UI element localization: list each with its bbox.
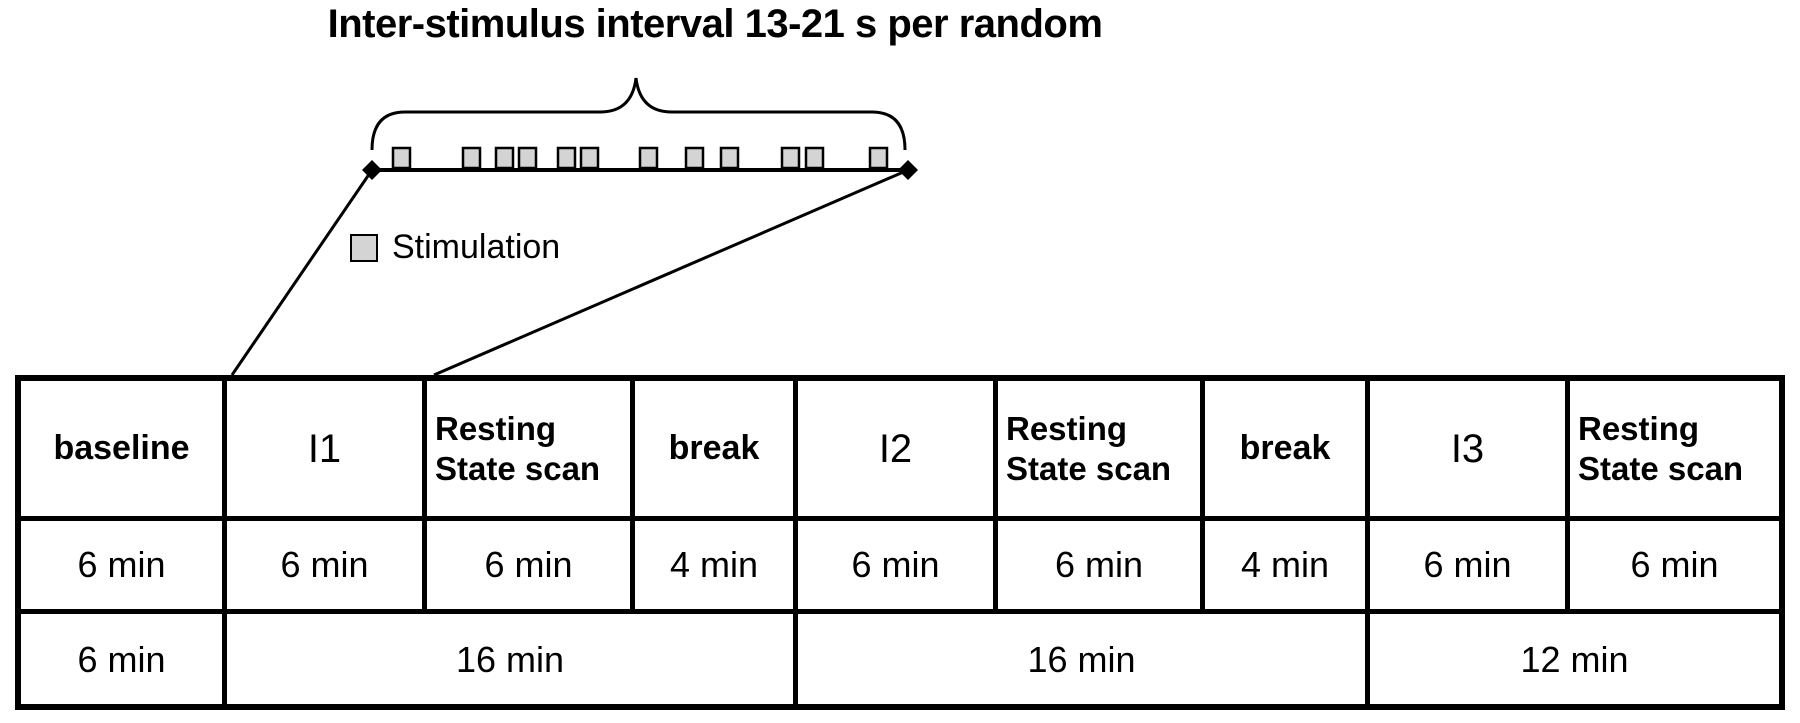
duration-cell: 4 min bbox=[635, 521, 798, 614]
stimulation-marker bbox=[684, 146, 705, 170]
interval-brace bbox=[370, 77, 907, 151]
total-cell-block-2: 16 min bbox=[798, 614, 1370, 706]
phase-cell-resting-state-1: Resting State scan bbox=[427, 381, 635, 521]
phase-cell-i1: I1 bbox=[227, 381, 427, 521]
stimulation-legend-swatch bbox=[350, 233, 378, 262]
duration-cell: 6 min bbox=[1570, 521, 1779, 614]
phase-cell-baseline: baseline bbox=[21, 381, 227, 521]
legend: Stimulation bbox=[350, 228, 560, 267]
total-cell-baseline: 6 min bbox=[21, 614, 227, 706]
phase-cell-resting-state-2: Resting State scan bbox=[998, 381, 1205, 521]
duration-cell: 6 min bbox=[21, 521, 227, 614]
stimulation-marker bbox=[461, 146, 482, 170]
stimulation-marker bbox=[579, 146, 600, 170]
stimulation-marker bbox=[638, 146, 659, 170]
duration-cell: 6 min bbox=[1370, 521, 1570, 614]
stimulation-marker bbox=[868, 146, 889, 170]
experiment-schedule-table: baseline I1 Resting State scan break I2 … bbox=[15, 375, 1785, 710]
stimulation-marker bbox=[719, 146, 740, 170]
total-cell-block-1: 16 min bbox=[227, 614, 798, 706]
phase-cell-break-2: break bbox=[1205, 381, 1370, 521]
diagram-title: Inter-stimulus interval 13-21 s per rand… bbox=[327, 2, 1103, 46]
zoom-line-right bbox=[433, 168, 909, 377]
legend-label: Stimulation bbox=[392, 228, 561, 266]
phase-cell-i2: I2 bbox=[798, 381, 998, 521]
zoom-line-left bbox=[230, 169, 374, 376]
duration-cell: 6 min bbox=[998, 521, 1205, 614]
stimulation-marker bbox=[494, 146, 515, 170]
phase-cell-break-1: break bbox=[635, 381, 798, 521]
duration-cell: 6 min bbox=[427, 521, 635, 614]
phase-cell-i3: I3 bbox=[1370, 381, 1570, 521]
duration-cell: 6 min bbox=[227, 521, 427, 614]
stimulation-marker bbox=[804, 146, 825, 170]
duration-cell: 4 min bbox=[1205, 521, 1370, 614]
total-cell-block-3: 12 min bbox=[1520, 639, 1629, 681]
stimulation-marker bbox=[780, 146, 801, 170]
stimulation-marker bbox=[517, 146, 538, 170]
stimulation-marker bbox=[556, 146, 577, 170]
duration-cell: 6 min bbox=[798, 521, 998, 614]
phase-cell-resting-state-3: Resting State scan bbox=[1570, 381, 1779, 521]
stimulation-marker bbox=[391, 146, 412, 170]
